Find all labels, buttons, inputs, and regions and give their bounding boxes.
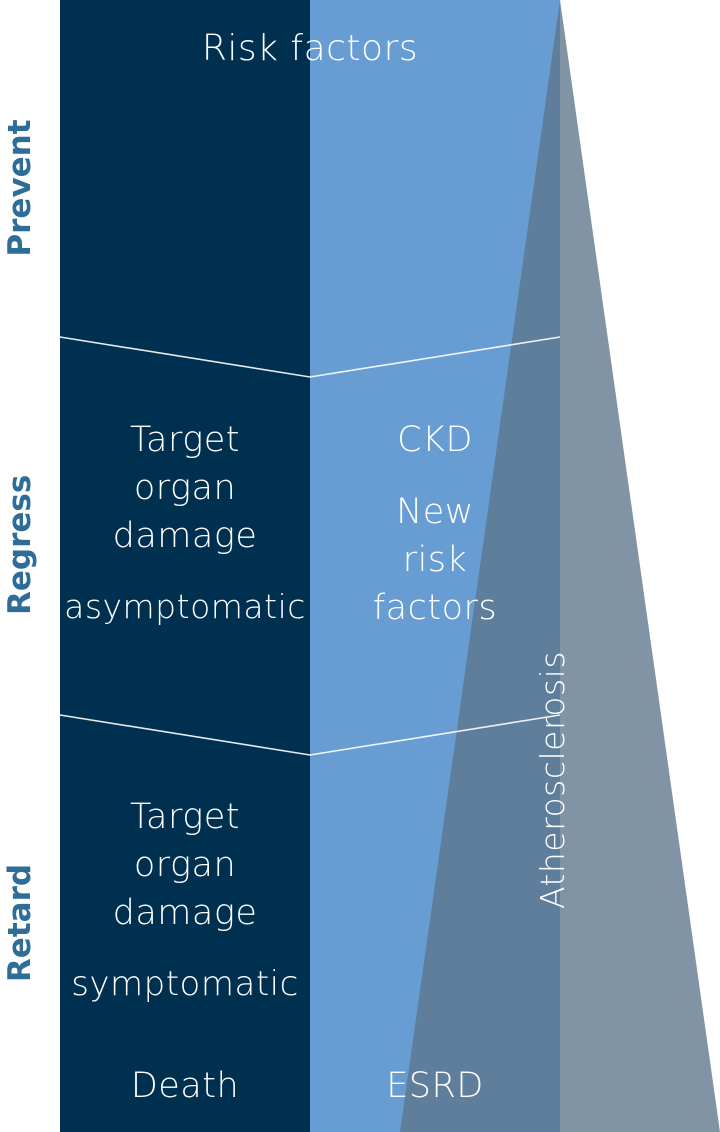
- regress-right-line2: New: [396, 492, 474, 532]
- side-label-prevent: Prevent: [2, 119, 38, 257]
- retard-left-line1: Target: [129, 797, 241, 837]
- retard-left-line3: damage: [112, 893, 258, 933]
- risk-factors-label: Risk factors: [201, 28, 419, 69]
- regress-right-line1: CKD: [397, 420, 473, 460]
- regress-right-line3: risk: [402, 540, 468, 580]
- regress-right-line4: factors: [372, 588, 498, 628]
- divider-upper: [59, 336, 561, 378]
- retard-left-line4: symptomatic: [71, 964, 299, 1004]
- atherosclerosis-label: Atherosclerosis: [533, 650, 572, 910]
- retard-left-line2: organ: [133, 845, 237, 885]
- regress-left-line3: damage: [112, 516, 258, 556]
- dark-column: [60, 0, 310, 1132]
- death-label: Death: [130, 1066, 240, 1106]
- esrd-label: ESRD: [386, 1066, 484, 1106]
- regress-left-line2: organ: [133, 468, 237, 508]
- regress-left-line4: asymptomatic: [64, 587, 306, 626]
- atherosclerosis-wedge: [400, 0, 720, 1132]
- side-label-retard: Retard: [2, 863, 38, 983]
- side-label-regress: Regress: [2, 474, 38, 615]
- regress-left-line1: Target: [129, 420, 241, 460]
- divider-lower: [59, 714, 561, 756]
